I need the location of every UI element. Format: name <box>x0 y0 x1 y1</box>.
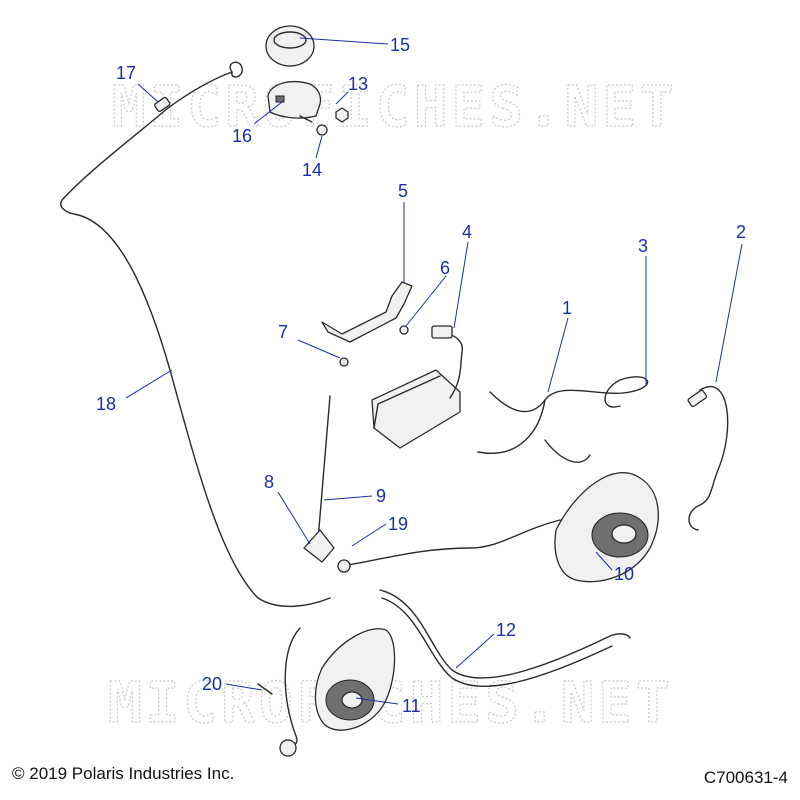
leader-14 <box>315 135 323 159</box>
bracket-screw <box>339 357 349 367</box>
leader-7 <box>297 339 341 359</box>
module-lead <box>447 333 463 399</box>
whip-antenna-base <box>303 529 335 563</box>
leader-1 <box>547 317 569 393</box>
callout-18: 18 <box>96 394 116 414</box>
callout-9: 9 <box>376 486 386 506</box>
speaker-lead-connector <box>687 389 708 408</box>
leader-15 <box>299 37 389 45</box>
mounting-bracket <box>321 281 413 343</box>
callout-14: 14 <box>302 160 322 180</box>
callout-10: 10 <box>614 564 634 584</box>
antenna-cable <box>60 71 331 608</box>
left-speaker-dustcap <box>341 691 363 709</box>
watermark-top: MICROFICHES.NET <box>112 75 678 140</box>
callout-13: 13 <box>348 74 368 94</box>
leader-2 <box>715 243 743 383</box>
flat-strap <box>379 589 631 679</box>
wiring-harness <box>489 376 649 413</box>
callout-16: 16 <box>232 126 252 146</box>
whip-antenna <box>317 395 331 541</box>
radio-module-face <box>373 375 441 429</box>
cable-clip <box>154 96 171 112</box>
antenna-base <box>267 81 322 119</box>
callout-4: 4 <box>462 222 472 242</box>
ground-terminal <box>337 559 351 573</box>
leader-13 <box>335 91 349 105</box>
radio-module <box>371 369 461 449</box>
leader-10 <box>595 551 613 571</box>
wiring-harness-branch <box>477 399 591 463</box>
callout-15: 15 <box>390 35 410 55</box>
washer <box>316 124 328 136</box>
leader-12 <box>455 633 495 669</box>
flat-strap-edge <box>381 597 613 688</box>
antenna-cable-loop <box>229 61 243 78</box>
callout-3: 3 <box>638 236 648 256</box>
callout-12: 12 <box>496 620 516 640</box>
callout-11: 11 <box>402 696 421 716</box>
callout-1: 1 <box>562 298 572 318</box>
callout-5: 5 <box>398 181 408 201</box>
right-speaker-dustcap <box>611 524 637 544</box>
callout-2: 2 <box>736 222 746 242</box>
callout-19: 19 <box>388 514 408 534</box>
callout-7: 7 <box>278 322 288 342</box>
figure-code: C700631-4 <box>703 768 788 787</box>
leader-6 <box>405 275 447 327</box>
callout-8: 8 <box>264 472 274 492</box>
dome-antenna-cap <box>265 25 315 67</box>
leader-19 <box>351 523 387 547</box>
copyright-notice: © 2019 Polaris Industries Inc. <box>12 764 235 783</box>
antenna-base-port <box>275 95 285 103</box>
callout-17: 17 <box>116 63 136 83</box>
ground-wire <box>341 519 561 567</box>
antenna-stud <box>299 115 313 123</box>
leader-11 <box>355 697 399 705</box>
leader-18 <box>125 369 173 399</box>
dome-antenna-cap-top <box>273 31 307 49</box>
left-speaker-lead-grommet <box>279 739 297 757</box>
leader-20 <box>225 683 263 691</box>
bracket-nut <box>399 325 409 335</box>
module-connector <box>431 325 453 339</box>
mount-screw <box>257 683 273 695</box>
leader-8 <box>277 491 311 545</box>
leader-16 <box>253 101 283 125</box>
callout-20: 20 <box>202 674 222 694</box>
nut <box>335 107 349 123</box>
leader-17 <box>137 83 159 103</box>
leader-4 <box>453 241 469 329</box>
callout-6: 6 <box>440 258 450 278</box>
leader-9 <box>323 495 373 501</box>
speaker-lead <box>688 386 729 531</box>
